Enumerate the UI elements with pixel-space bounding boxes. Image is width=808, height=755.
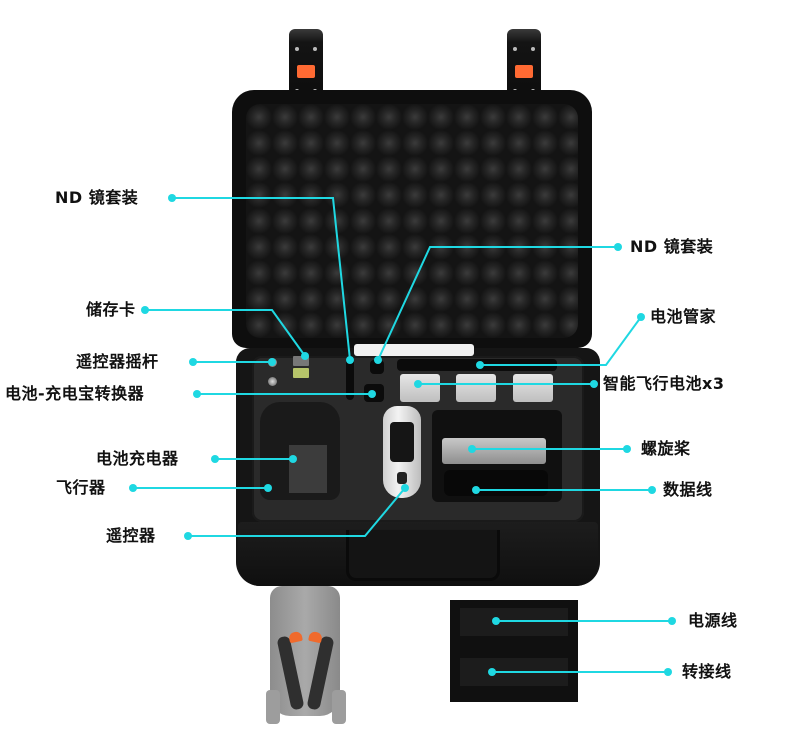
landing-leg [266,690,280,724]
label-propellers: 螺旋桨 [641,439,691,458]
charger-icon [289,445,327,493]
label-data-cable: 数据线 [663,480,713,499]
adapter-cable-compartment [460,658,568,686]
nd-filter-slot [370,360,384,374]
adapter-slot [364,384,384,402]
memory-card-icon [293,356,309,366]
rc-stick-icon [268,358,277,367]
label-battery-hub: 电池管家 [650,307,717,326]
accessory-box [450,600,578,702]
case-lid [232,90,592,348]
label-battery-charger: 电池充电器 [96,449,179,468]
lid-rim-highlight [354,344,474,356]
label-flight-battery: 智能飞行电池x3 [603,374,725,393]
latch-button [297,65,315,78]
label-power-cable: 电源线 [688,611,738,630]
power-cable-compartment [460,608,568,636]
egg-crate-foam [246,104,578,338]
battery-hub-slot [397,359,557,371]
label-adapter-cable: 转接线 [682,662,732,681]
battery-icon [456,374,496,402]
latch-button [515,65,533,78]
label-memory-card: 储存卡 [86,300,136,319]
label-remote-controller: 遥控器 [106,526,156,545]
label-rc-sticks: 遥控器摇杆 [76,352,159,371]
landing-leg [332,690,346,724]
label-aircraft: 飞行器 [56,478,106,497]
memory-card-icon [293,368,309,378]
label-battery-powerbank-adapter: 电池-充电宝转换器 [5,384,145,403]
nd-filter-slot [346,356,354,400]
battery-icon [400,374,440,402]
propeller-bag [442,438,546,464]
remote-controller-icon [383,406,421,498]
cable-compartment [444,470,548,496]
label-nd-filter-right: ND 镜套装 [630,237,714,256]
case-handle [346,530,500,581]
battery-icon [513,374,553,402]
label-nd-filter-left: ND 镜套装 [55,188,139,207]
rc-stick-icon [268,377,277,386]
